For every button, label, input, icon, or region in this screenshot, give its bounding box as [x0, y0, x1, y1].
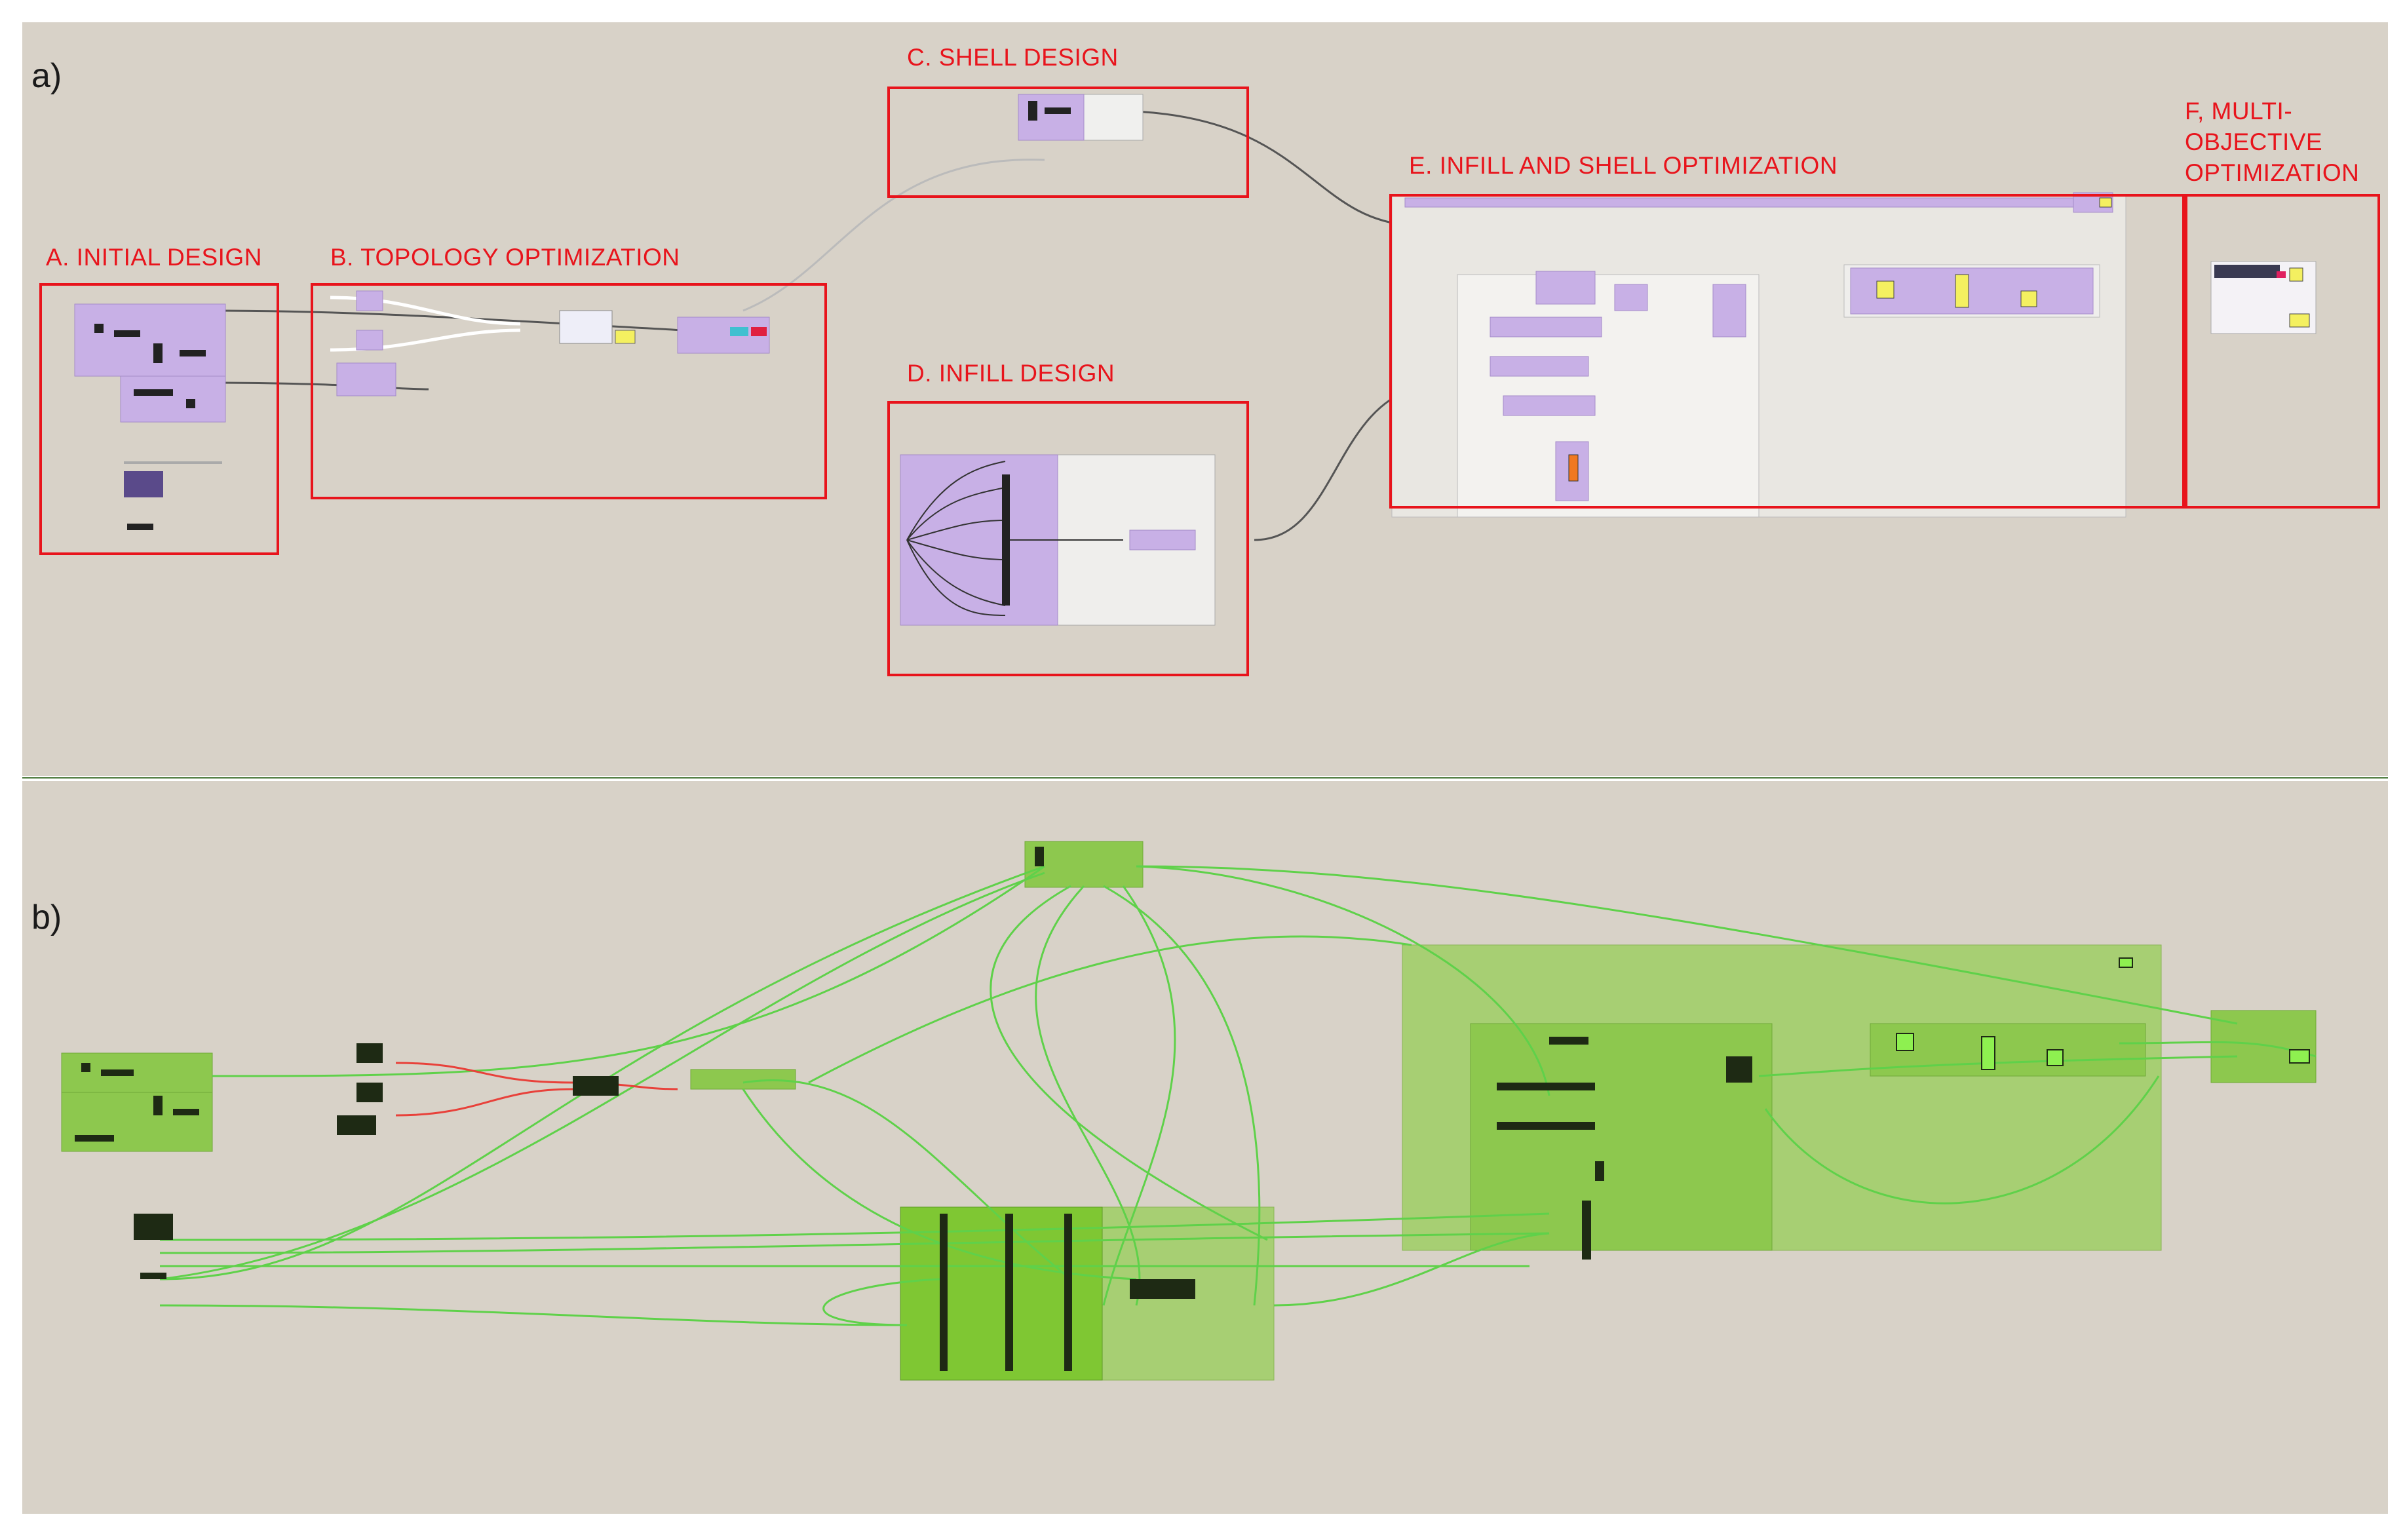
frame-topology-optimization	[311, 283, 827, 499]
frame-infill-shell-optimization	[1389, 194, 2187, 509]
topology-components	[336, 290, 770, 396]
component-group	[120, 375, 226, 423]
component-group	[74, 303, 226, 377]
wires-red	[395, 1062, 678, 1117]
label-infill-design: D. INFILL DESIGN	[907, 360, 1115, 387]
panel-divider	[22, 777, 2388, 779]
panel-b-graph	[61, 841, 2317, 1381]
panel-b-canvas[interactable]: b)	[22, 781, 2388, 1514]
frame-multi-objective-optimization	[2182, 194, 2380, 509]
label-infill-shell-optimization: E. INFILL AND SHELL OPTIMIZATION	[1409, 152, 1838, 179]
group-shell	[1024, 841, 1144, 888]
panel-component	[124, 461, 222, 464]
initial-design-components	[74, 303, 226, 530]
panel-a-graph	[74, 94, 2317, 626]
group-initial	[61, 1052, 213, 1093]
frame-shell-design	[887, 87, 1249, 198]
panel-a-canvas[interactable]: a)	[22, 22, 2388, 776]
label-shell-design: C. SHELL DESIGN	[907, 44, 1119, 71]
wire	[1254, 388, 1412, 541]
panel-a-label: a)	[31, 57, 62, 95]
green-groups	[61, 841, 2317, 1381]
shell-components	[1018, 94, 1144, 141]
wires-b	[159, 865, 2317, 1326]
wire	[742, 159, 1045, 312]
label-multi-objective-optimization: F, MULTI- OBJECTIVE OPTIMIZATION	[2185, 98, 2360, 186]
components-b	[75, 847, 1752, 1371]
multi-objective-components	[2210, 261, 2317, 334]
panel-b-label: b)	[31, 898, 62, 936]
highlighted-params	[1896, 957, 2310, 1070]
infill-shell-components	[1391, 192, 2126, 518]
panel-component	[124, 471, 163, 497]
label-initial-design: A. INITIAL DESIGN	[46, 244, 262, 271]
frame-initial-design	[39, 283, 279, 555]
label-topology-optimization: B. TOPOLOGY OPTIMIZATION	[330, 244, 680, 271]
infill-components	[900, 454, 1216, 626]
wire	[1109, 109, 1412, 227]
frame-infill-design	[887, 401, 1249, 676]
